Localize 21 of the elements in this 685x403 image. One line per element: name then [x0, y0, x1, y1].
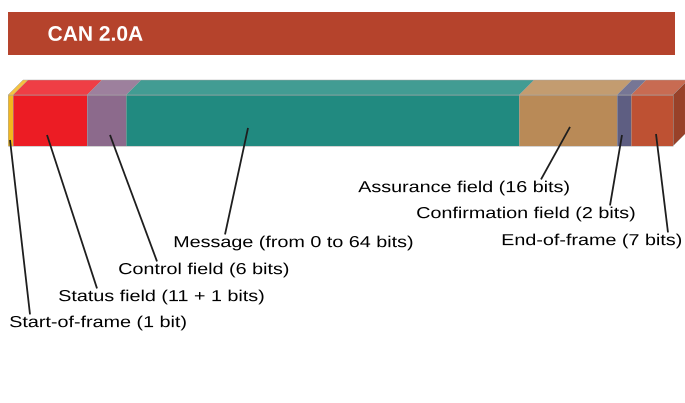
leader-line [46, 134, 98, 289]
title-banner: CAN 2.0A [8, 12, 675, 55]
field-label: Confirmation field (2 bits) [417, 206, 634, 222]
field-label: End-of-frame (7 bits) [502, 234, 682, 248]
bar-segment [12, 80, 102, 146]
leader-line [655, 134, 669, 233]
bar-segment [86, 80, 142, 146]
leader-line [109, 134, 158, 262]
field-label: Message (from 0 to 64 bits) [174, 236, 412, 250]
leader-line [609, 134, 623, 206]
field-label: Start-of-frame (1 bit) [10, 316, 186, 330]
field-label: Control field (6 bits) [119, 262, 288, 278]
bar-segment [616, 80, 646, 146]
field-label: Status field (11 + 1 bits) [59, 290, 264, 304]
bar-segment [630, 80, 685, 146]
bar-segment [518, 80, 632, 146]
leader-line [9, 140, 31, 315]
bar-segment [126, 80, 534, 146]
field-label: Assurance field (16 bits) [358, 180, 569, 196]
leader-line [540, 126, 571, 180]
leader-line [224, 128, 249, 235]
